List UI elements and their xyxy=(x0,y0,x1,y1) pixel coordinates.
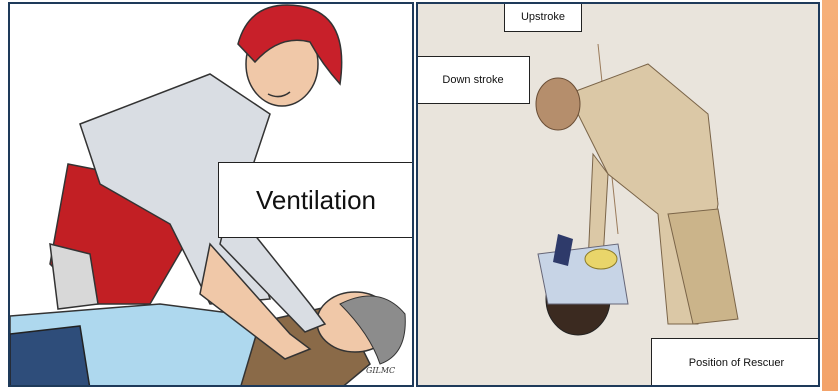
ventilation-label: Ventilation xyxy=(218,162,414,238)
right-photo-panel: Upstroke Down stroke Position of Rescuer xyxy=(416,2,820,387)
accent-stripe xyxy=(822,0,838,391)
left-illustration-panel: Ventilation GILMC xyxy=(8,2,414,387)
rescuer-position-label: Position of Rescuer xyxy=(651,338,820,387)
upstroke-label: Upstroke xyxy=(504,2,582,32)
downstroke-label: Down stroke xyxy=(416,56,530,104)
artist-signature: GILMC xyxy=(366,366,395,375)
